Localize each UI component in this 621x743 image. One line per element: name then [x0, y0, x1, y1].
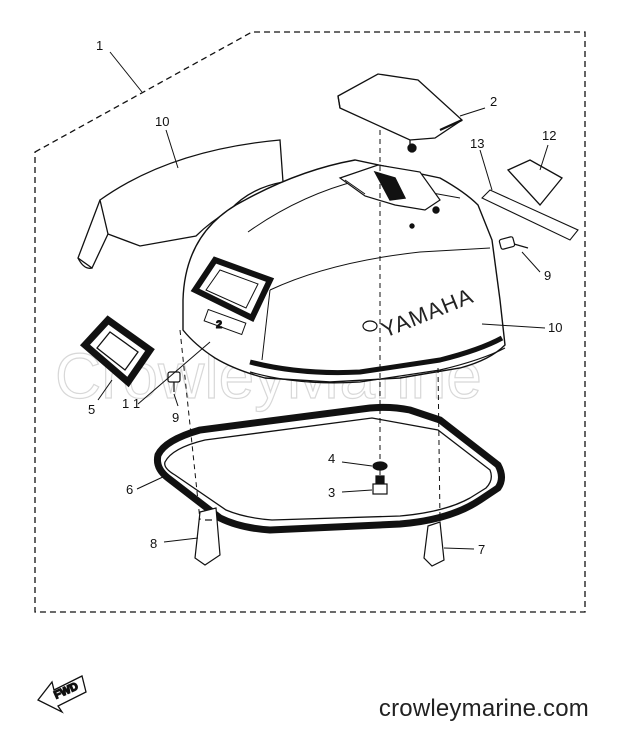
decal-left — [77, 139, 284, 269]
leader-lines — [97, 51, 549, 550]
callout-4: 4 — [328, 451, 335, 466]
part-2-cap — [337, 73, 464, 153]
part-5-grommet — [79, 315, 155, 388]
callout-7: 7 — [478, 542, 485, 557]
site-footer: crowleymarine.com — [378, 695, 589, 722]
badge-text: 2 — [216, 319, 222, 331]
part-4-washer — [372, 461, 388, 471]
yamaha-emblem-icon — [362, 320, 378, 332]
callout-11: 1 1 — [122, 396, 140, 411]
callout-3: 3 — [328, 485, 335, 500]
part-6-seal — [154, 403, 505, 534]
part-13-strip — [481, 189, 579, 241]
part-12-decal — [506, 159, 563, 206]
assembly-boundary — [34, 31, 586, 613]
callout-5: 5 — [88, 402, 95, 417]
callout-13: 13 — [470, 136, 484, 151]
callout-6: 6 — [126, 482, 133, 497]
callout-2: 2 — [490, 94, 497, 109]
vent-window — [190, 256, 275, 323]
callout-10-upper: 10 — [155, 114, 169, 129]
callout-9-right: 9 — [544, 268, 551, 283]
callout-8: 8 — [150, 536, 157, 551]
callout-10-lower: 10 — [548, 320, 562, 335]
part-9-screw-left — [167, 371, 181, 392]
part-3-bolt — [372, 475, 388, 495]
callout-12: 12 — [542, 128, 556, 143]
top-cowling — [182, 159, 506, 384]
forward-arrow-icon: FWD — [37, 675, 87, 714]
part-9-screw-right — [498, 236, 529, 250]
guide-lines — [179, 130, 441, 521]
part-11-label-plate: 2 — [203, 308, 247, 336]
part-8-bracket — [194, 507, 221, 566]
callout-1: 1 — [96, 38, 103, 53]
callout-9-left: 9 — [172, 410, 179, 425]
part-7-bracket — [423, 521, 445, 567]
